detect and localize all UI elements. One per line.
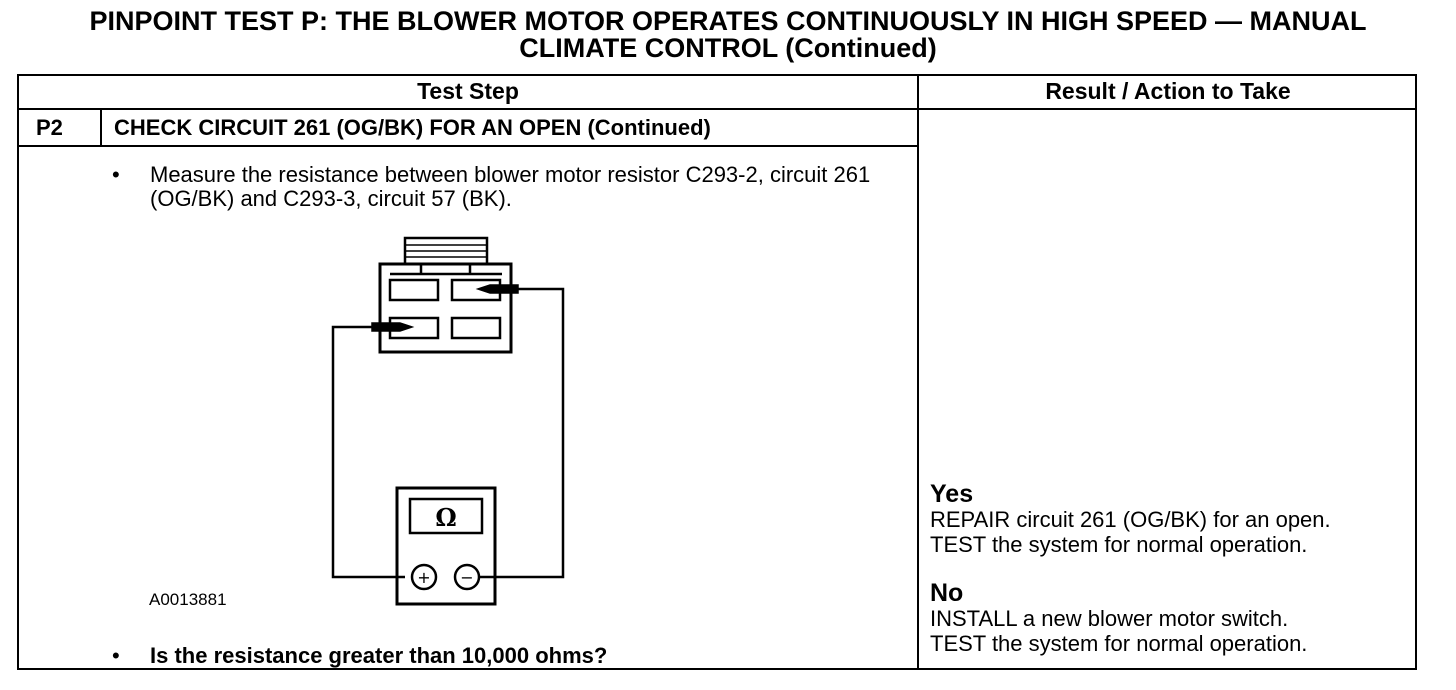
yes-action-2: TEST the system for normal operation. xyxy=(930,532,1308,557)
bullet-1: • xyxy=(112,162,120,187)
probe-left xyxy=(371,322,415,332)
plus-terminal xyxy=(410,563,438,591)
terminal-cavity-1 xyxy=(388,278,440,302)
bullet-2: • xyxy=(112,643,120,668)
connector-body xyxy=(378,262,513,354)
pinpoint-table xyxy=(17,74,1417,670)
minus-terminal xyxy=(453,563,481,591)
column-divider xyxy=(917,74,919,670)
step-id-divider xyxy=(100,108,102,147)
multimeter-display xyxy=(408,497,484,535)
result-yes: Yes REPAIR circuit 261 (OG/BK) for an op… xyxy=(930,481,1331,557)
yes-action-1: REPAIR circuit 261 (OG/BK) for an open. xyxy=(930,507,1331,532)
question-text: Is the resistance greater than 10,000 oh… xyxy=(150,643,608,668)
step-title: CHECK CIRCUIT 261 (OG/BK) FOR AN OPEN (C… xyxy=(114,115,711,140)
no-label: No xyxy=(930,579,964,607)
multimeter-body xyxy=(395,486,497,606)
instruction-text: Measure the resistance between blower mo… xyxy=(150,162,871,211)
title-line-2: CLIMATE CONTROL (Continued) xyxy=(519,33,937,63)
lead-right xyxy=(480,287,565,579)
probe-right xyxy=(475,284,519,294)
terminal-cavity-4 xyxy=(450,316,502,340)
plus-symbol: + xyxy=(417,568,430,587)
header-result-action: Result / Action to Take xyxy=(1045,78,1291,104)
connector-meter-diagram: Ω + − xyxy=(331,236,565,606)
minus-symbol: − xyxy=(460,568,473,587)
yes-label: Yes xyxy=(930,480,974,508)
figure-id: A0013881 xyxy=(149,590,227,609)
no-action-1: INSTALL a new blower motor switch. xyxy=(930,606,1289,631)
result-no: No INSTALL a new blower motor switch. TE… xyxy=(930,580,1307,656)
step-title-divider xyxy=(17,145,919,147)
title-line-1: PINPOINT TEST P: THE BLOWER MOTOR OPERAT… xyxy=(89,6,1367,36)
lead-left xyxy=(331,325,405,579)
header-row-divider xyxy=(17,108,1417,110)
step-id: P2 xyxy=(36,115,63,140)
no-action-2: TEST the system for normal operation. xyxy=(930,631,1308,656)
header-test-step: Test Step xyxy=(417,78,519,104)
ohm-symbol: Ω xyxy=(435,503,456,532)
page-title: PINPOINT TEST P: THE BLOWER MOTOR OPERAT… xyxy=(0,8,1456,62)
